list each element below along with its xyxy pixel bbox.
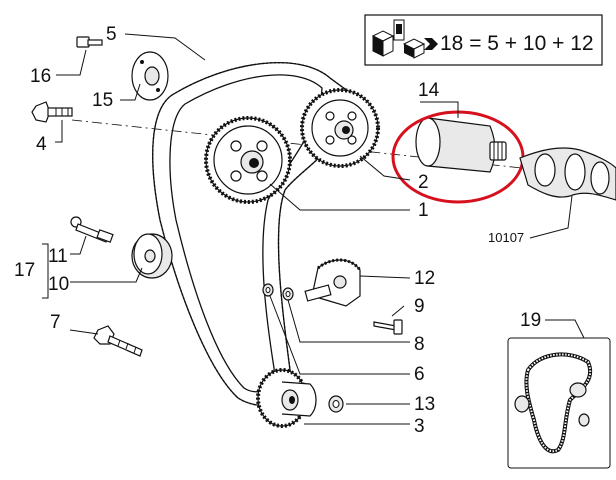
callout-10107: 10107 [488,230,524,245]
callout-19: 19 [520,310,541,331]
callout-8: 8 [414,334,425,355]
kit-formula: 18 = 5 + 10 + 12 [440,32,594,55]
camshaft [519,147,616,201]
crankshaft-pulley [256,368,317,428]
callout-5: 5 [106,24,117,45]
callout-10: 10 [48,274,69,295]
camshaft-pulley-2 [300,88,380,168]
parts-kit-icon [371,19,438,59]
camshaft-pulley [204,116,292,204]
timing-belt [152,62,361,407]
callout-3: 3 [414,416,425,437]
callout-15: 15 [92,90,113,111]
axis-centerline [71,119,523,169]
washers [262,283,294,301]
tensioner [304,258,362,307]
callout-11: 11 [48,246,68,267]
kit-badge: 18 = 5 + 10 + 12 [364,14,603,66]
callout-14: 14 [418,80,440,101]
flange-15 [131,51,169,101]
callout-4: 4 [36,134,47,155]
idler-roller [131,233,173,279]
callout-1: 1 [418,200,429,221]
bolt-16 [76,36,103,48]
bolt-7 [93,325,143,357]
callout-13: 13 [414,394,435,415]
callout-2: 2 [418,172,429,193]
bolt-4 [31,101,73,123]
callout-6: 6 [414,364,425,385]
callout-12: 12 [414,268,435,289]
callout-9: 9 [414,296,425,317]
cylinder-part [415,117,507,173]
kit-inset-19 [507,337,611,469]
bolt-11 [70,216,114,243]
bolt-8 [373,319,403,335]
callout-17: 17 [14,260,35,281]
leader-lines [42,33,585,425]
callout-16: 16 [30,66,51,87]
callout-7: 7 [50,312,61,333]
spacer-13 [328,395,344,413]
